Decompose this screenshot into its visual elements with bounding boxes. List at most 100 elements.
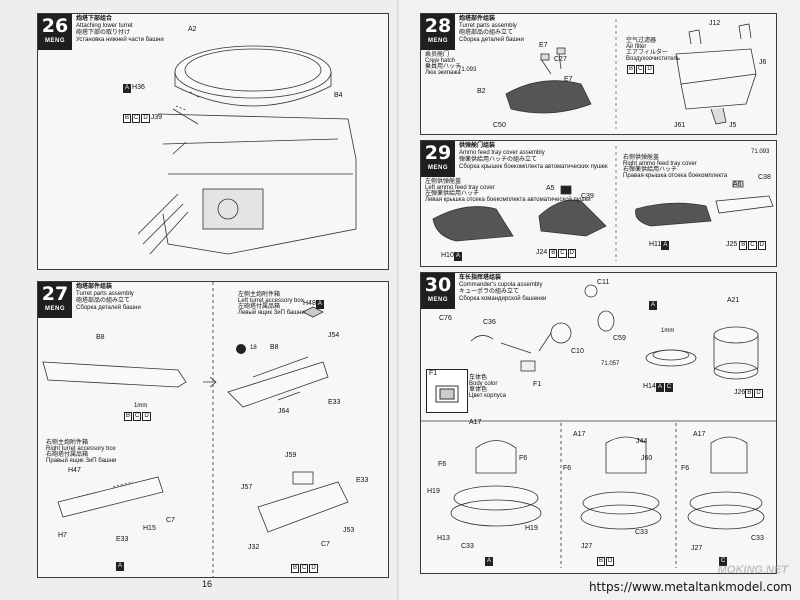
step-badge: 28 MENG: [421, 14, 455, 50]
part-label: J27: [691, 545, 703, 552]
part-label: E33: [328, 399, 341, 406]
part-id: H36: [132, 84, 145, 91]
caption-ru: Правая крышка отсека боекомплекта: [623, 173, 728, 179]
caption-ru: Правый ящик ЗиП башни: [46, 458, 117, 464]
step-number: 28: [424, 15, 452, 37]
step-30-panel: 30 MENG 车长指挥塔组装 Commander's cupola assem…: [420, 272, 777, 574]
part-id: H48: [303, 300, 316, 307]
website-url[interactable]: https://www.metaltankmodel.com: [588, 580, 792, 594]
caption-cn: 左侧供弹舱盖: [425, 179, 462, 185]
part-label: H7: [58, 532, 67, 539]
part-label: A21: [727, 297, 740, 304]
caption-jp: 右弾薬供給用ハッチ: [623, 167, 678, 173]
sprue-box: A: [123, 84, 132, 93]
sprue-box: C: [133, 412, 142, 421]
turret-lower-illustration: [137, 45, 357, 255]
part-id: H14: [643, 383, 656, 390]
title-cn: 供弹舱门组装: [459, 143, 496, 149]
watermark: MOKING.NET: [717, 564, 788, 576]
part-label: F6: [681, 465, 690, 472]
part-label: J60: [641, 455, 653, 462]
caption-ru: Левая крышка отсека боекомплекта автомат…: [425, 197, 591, 203]
sprue-box: C: [558, 249, 567, 258]
part-label: F1: [429, 370, 438, 377]
part-label: J5: [729, 122, 737, 129]
step-title: 供弹舱门组装 Ammo feed tray cover assembly 弾薬供…: [459, 143, 608, 171]
part-label: C76: [439, 315, 452, 322]
part-id: J25: [726, 241, 738, 248]
part-label: A17: [469, 419, 482, 426]
part-label: A17: [693, 431, 706, 438]
part-label: C39: [581, 193, 594, 200]
step-title: 车长指挥塔组装 Commander's cupola assembly キューポ…: [459, 275, 546, 303]
sub-caption: 左侧主炮附件箱 Left turret accessory box 左砲塔付属品…: [238, 292, 305, 316]
caption-en: Right ammo feed tray cover: [623, 161, 697, 167]
part-label: C7: [321, 541, 330, 548]
caption-jp: 乗員用ハッチ: [425, 64, 462, 70]
part-label: E33: [356, 477, 369, 484]
title-en: Commander's cupola assembly: [459, 282, 543, 288]
caption-jp: エアフィルター: [626, 50, 668, 56]
sprue-indicator: A: [649, 301, 658, 310]
caption-en: Air filter: [626, 44, 647, 50]
sprue-box: D: [645, 65, 654, 74]
step-28-panel: 28 MENG 炮塔部件组装 Turret parts assembly 砲塔部…: [420, 13, 777, 135]
title-jp: キューポラの組み立て: [459, 289, 520, 295]
part-label: J6: [759, 59, 767, 66]
part-label: C11: [597, 279, 610, 286]
part-label: B2: [477, 88, 486, 95]
part-label: H19: [525, 525, 538, 532]
brand-logo: MENG: [428, 297, 448, 303]
caption-en: Body color: [469, 381, 498, 387]
accessory-box-illustration: [42, 282, 349, 577]
step-badge: 29 MENG: [421, 141, 455, 177]
part-label: J61: [674, 122, 686, 129]
part-label: B4: [334, 92, 343, 99]
sprue-box: B: [549, 249, 558, 258]
caption-ru: Люк экипажа: [425, 70, 461, 76]
sprue-box: B: [123, 114, 132, 123]
sprue-box: B: [739, 241, 748, 250]
caption-ru: Левый ящик ЗиП башни: [238, 310, 305, 316]
sprue-indicator: A: [116, 562, 125, 571]
caption-en: Right turret accessory box: [46, 446, 116, 452]
step-number: 27: [41, 283, 69, 305]
part-label: H19: [427, 488, 440, 495]
sprue-box: B: [597, 557, 606, 566]
part-id: J39: [150, 114, 162, 121]
part-id: H10: [441, 252, 454, 259]
part-label: C36: [483, 319, 496, 326]
sprue-indicator: A: [485, 557, 494, 566]
step-title: 炮塔下部组合 Attaching lower turret 砲塔下部の取り付け …: [76, 16, 164, 44]
part-label: B8: [96, 334, 105, 341]
part-label: J27: [581, 543, 593, 550]
step-title: 炮塔部件组装 Turret parts assembly 砲塔部品の組み立て С…: [459, 16, 524, 44]
title-ru: Сборка командирской башенки: [459, 296, 547, 302]
sprue-box: D: [606, 557, 615, 566]
step-number: 30: [424, 274, 452, 296]
title-en: Ammo feed tray cover assembly: [459, 150, 545, 156]
step-26-panel: 26 MENG 炮塔下部组合 Attaching lower turret 砲塔…: [37, 13, 389, 270]
part-label: J12: [709, 20, 721, 27]
title-en: Attaching lower turret: [76, 23, 133, 29]
part-label: C33: [461, 543, 474, 550]
part-label: J64: [278, 408, 290, 415]
title-jp: 砲塔下部の取り付け: [76, 30, 131, 36]
brand-logo: MENG: [45, 38, 65, 44]
sprue-box: A: [661, 241, 670, 250]
part-label: C10: [571, 348, 584, 355]
title-jp: 砲塔部品の組み立て: [459, 30, 514, 36]
sprue-box: B: [124, 412, 133, 421]
part-label: J57: [241, 484, 253, 491]
